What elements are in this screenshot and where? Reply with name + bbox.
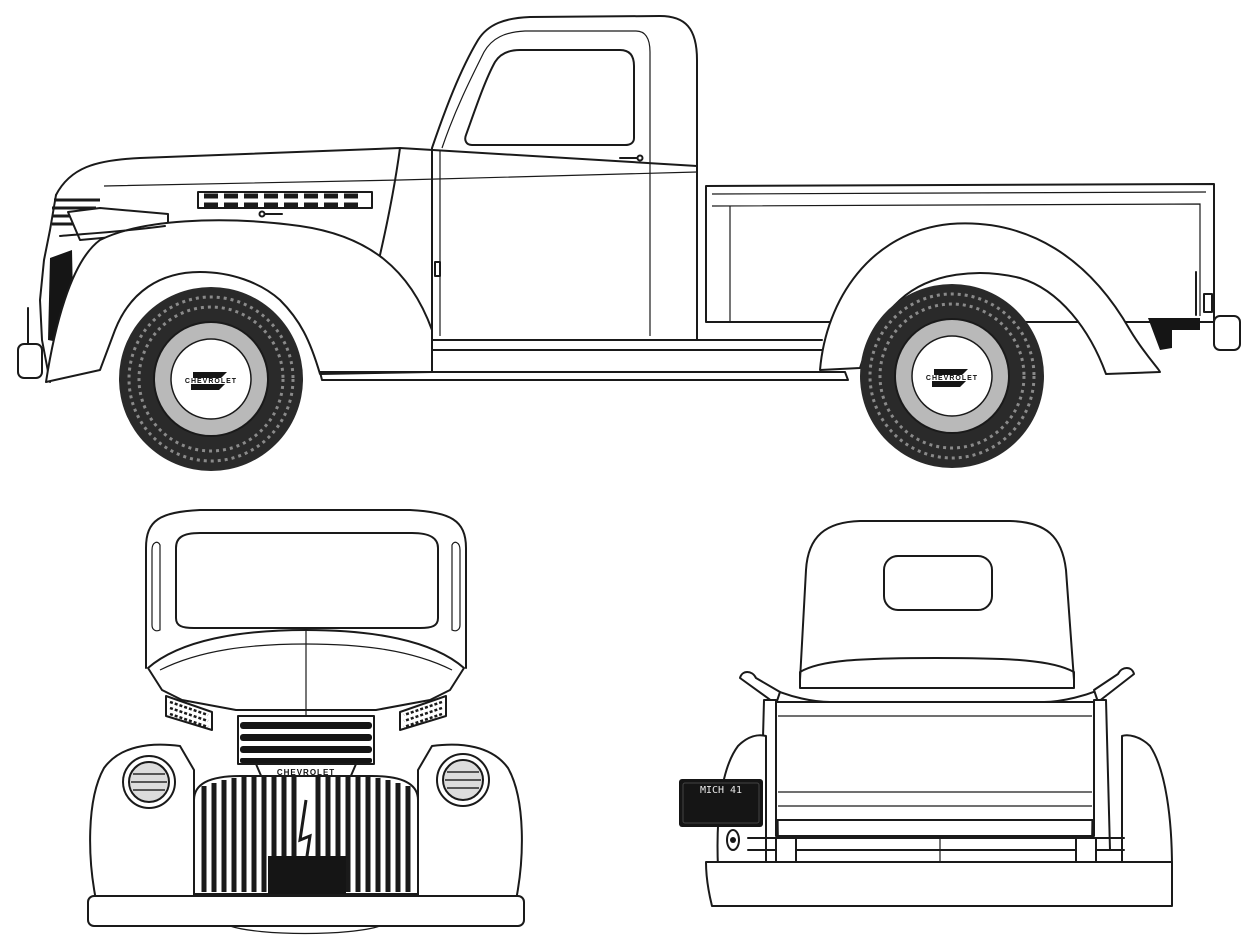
side-bed	[705, 183, 1241, 351]
rear-view: MICH 41	[679, 520, 1173, 907]
front-cab	[145, 509, 467, 669]
tailgate	[775, 701, 1095, 837]
rear-bumper	[705, 861, 1173, 907]
hood-louvers	[197, 191, 373, 209]
front-wheel: CHEVROLET	[119, 287, 303, 471]
front-vent-right	[399, 695, 447, 731]
rear-window	[883, 555, 993, 611]
front-bumper	[87, 895, 525, 927]
front-vent-left	[165, 695, 213, 731]
headlight-right	[436, 753, 490, 807]
side-cab	[431, 15, 698, 341]
rear-wheel: CHEVROLET	[860, 284, 1044, 468]
front-view: CHEVROLET	[87, 509, 525, 935]
running-board	[319, 339, 849, 381]
hubcap-badge-rear: CHEVROLET	[926, 375, 978, 382]
front-upper-grille	[237, 715, 375, 765]
headlight-left	[122, 755, 176, 809]
rear-cab	[799, 520, 1075, 681]
front-windshield	[175, 532, 439, 629]
plate-state: MICH	[700, 785, 724, 796]
license-plate: MICH 41	[679, 779, 763, 851]
grille-badge: CHEVROLET	[277, 768, 335, 777]
side-hood	[55, 147, 698, 256]
front-main-grille	[193, 775, 419, 895]
plate-year: 41	[730, 785, 742, 796]
rear-fender	[819, 222, 1161, 375]
front-hood	[147, 629, 465, 711]
side-view: CHEVROLET CHEVROLET	[17, 15, 1241, 471]
hubcap-badge-front: CHEVROLET	[185, 378, 237, 385]
front-fender	[45, 219, 433, 383]
